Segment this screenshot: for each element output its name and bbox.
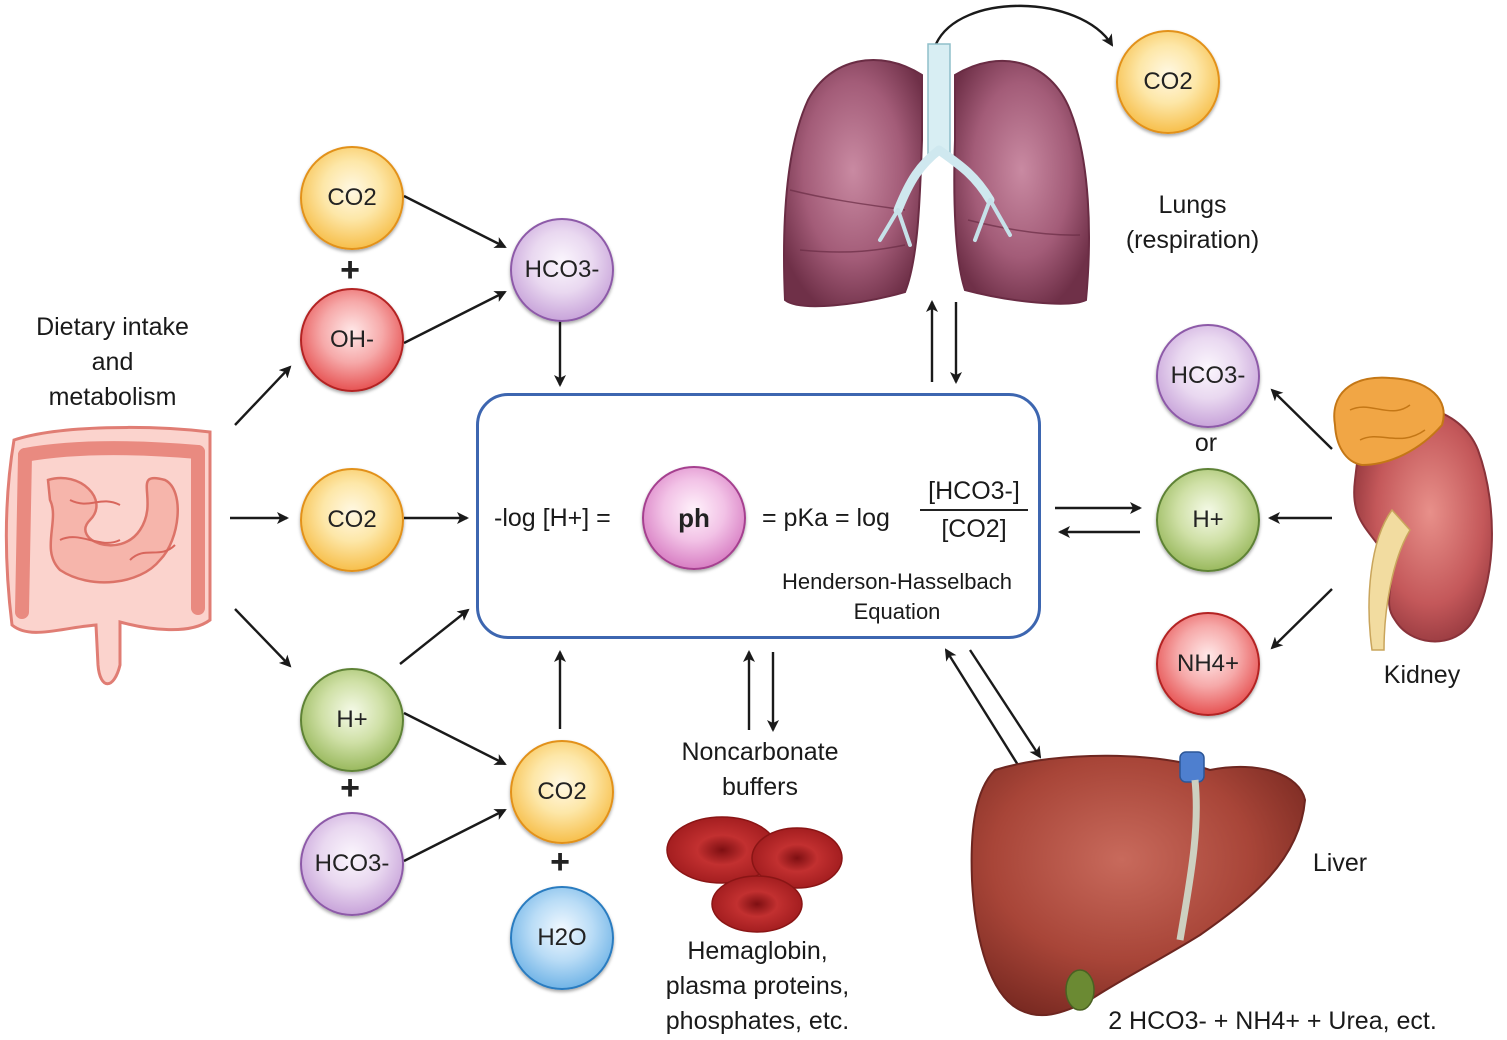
lungs-line-2: (respiration) [1125, 226, 1260, 254]
h-left-circle: H+ [300, 668, 404, 772]
nh4-kidney-label: NH4+ [1176, 650, 1240, 677]
h-left-label: H+ [336, 706, 368, 733]
dietary-line-2: and [91, 348, 134, 376]
co2-lungs-circle: CO2 [1116, 30, 1220, 134]
ph-label: ph [678, 502, 710, 533]
equation-name-line-2: Equation [853, 599, 941, 624]
equation-name-label: Henderson-Hasselbach Equation [752, 567, 1042, 627]
dietary-line-3: metabolism [48, 383, 177, 411]
co2-middle-label: CO2 [327, 506, 377, 533]
lungs-illustration [783, 43, 1090, 308]
kidney-label: Kidney [1383, 661, 1461, 689]
oh-label: OH- [330, 326, 374, 353]
hco3-kidney-label: HCO3- [1170, 362, 1246, 389]
hco3-kidney-circle: HCO3- [1156, 324, 1260, 428]
co2-bottom-circle: CO2 [510, 740, 614, 844]
red-blood-cells-illustration [666, 816, 843, 933]
equation-name-line-1: Henderson-Hasselbach [782, 569, 1012, 594]
co2-bottom-label: CO2 [537, 778, 587, 805]
equation-box [476, 393, 1041, 639]
noncarbonate-label: Noncarbonate buffers [650, 735, 870, 805]
buffers-line-2: plasma proteins, [665, 972, 850, 1000]
plus-sign-left: + [340, 769, 360, 807]
hco3-top-label: HCO3- [524, 256, 600, 283]
lung-arrows [926, 4, 1114, 384]
dietary-line-1: Dietary intake [36, 313, 189, 341]
h2o-circle: H2O [510, 886, 614, 990]
noncarbonate-line-1: Noncarbonate [681, 738, 839, 766]
co2-top-label: CO2 [327, 184, 377, 211]
intestine-illustration [4, 425, 212, 686]
co2-lungs-label: CO2 [1143, 68, 1193, 95]
or-label: or [1194, 429, 1218, 457]
h-kidney-label: H+ [1192, 506, 1224, 533]
hco3-left-bottom-circle: HCO3- [300, 812, 404, 916]
ph-circle: ph [642, 466, 746, 570]
noncarbonate-line-2: buffers [722, 773, 798, 801]
h2o-label: H2O [537, 924, 587, 951]
left-arrows [230, 194, 566, 863]
buffers-line-3: phosphates, etc. [665, 1007, 850, 1035]
co2-middle-circle: CO2 [300, 468, 404, 572]
buffers-list-label: Hemaglobin, plasma proteins, phosphates,… [630, 934, 885, 1039]
lungs-label: Lungs (respiration) [1100, 188, 1285, 258]
dietary-label: Dietary intake and metabolism [10, 310, 215, 415]
lungs-line-1: Lungs [1158, 191, 1227, 219]
buffer-arrows [743, 650, 779, 732]
equation-right: = pKa = log [762, 504, 890, 532]
oh-circle: OH- [300, 288, 404, 392]
liver-arrows [944, 648, 1042, 766]
h-kidney-circle: H+ [1156, 468, 1260, 572]
nh4-kidney-circle: NH4+ [1156, 612, 1260, 716]
liver-products-label: 2 HCO3- + NH4+ + Urea, ect. [1108, 1007, 1437, 1035]
equation-left: -log [H+] = [494, 504, 611, 532]
liver-illustration [970, 751, 1307, 1017]
fraction-bar [920, 509, 1028, 511]
kidney-illustration [1333, 376, 1493, 651]
fraction-denominator: [CO2] [941, 515, 1007, 543]
hco3-left-bottom-label: HCO3- [314, 850, 390, 877]
kidney-arrows [1055, 388, 1333, 650]
liver-label: Liver [1312, 849, 1368, 877]
hco3-top-circle: HCO3- [510, 218, 614, 322]
plus-sign-top: + [340, 251, 360, 289]
plus-sign-bottom: + [550, 843, 570, 881]
co2-top-circle: CO2 [300, 146, 404, 250]
equation-fraction: [HCO3-] [CO2] [920, 476, 1028, 544]
buffers-line-1: Hemaglobin, [687, 937, 828, 965]
fraction-numerator: [HCO3-] [928, 477, 1020, 505]
